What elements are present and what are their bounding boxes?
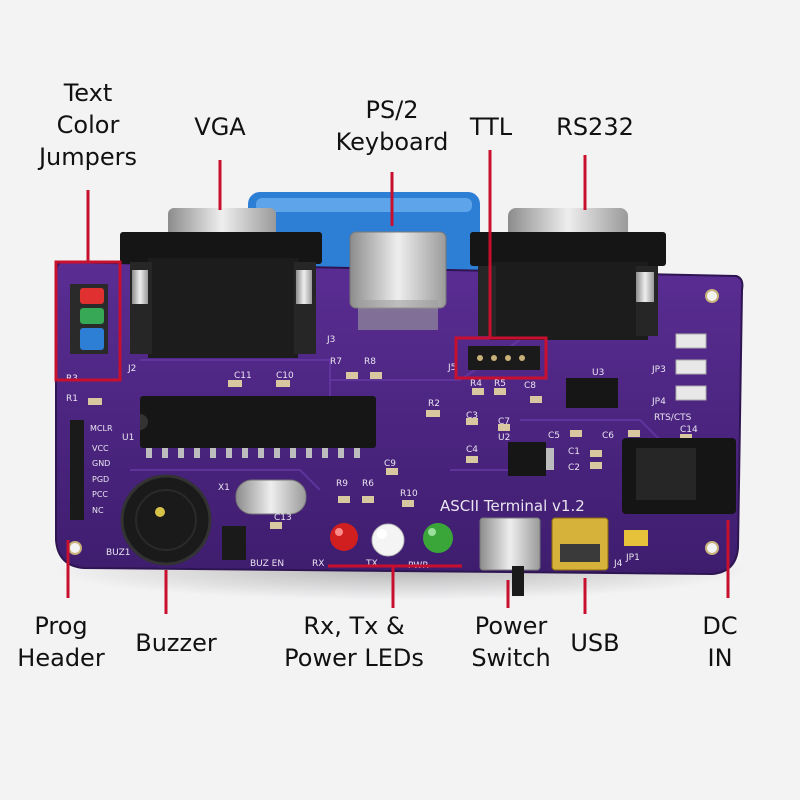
ref-label: R1 (66, 394, 78, 404)
mounting-hole (705, 541, 719, 555)
ref-label: C11 (234, 371, 252, 381)
callout-lines (66, 150, 730, 614)
ref-label: R9 (336, 479, 348, 489)
crystal-x1 (235, 479, 307, 515)
label-ps2-keyboard: PS/2 Keyboard (312, 94, 472, 158)
regulator-u2 (508, 442, 546, 476)
usb-connector (551, 517, 609, 571)
label-buzzer: Buzzer (135, 629, 217, 657)
ref-label: C5 (548, 431, 560, 441)
ref-label: BUZ1 (106, 548, 131, 558)
ref-label: C6 (602, 431, 614, 441)
led-label: TX (365, 559, 378, 569)
label-text-color-jumpers: Text Color Jumpers (30, 77, 146, 173)
label-ttl: TTL (469, 113, 513, 141)
led-tx (371, 523, 405, 557)
ref-label: C7 (498, 417, 510, 427)
ref-label: R8 (364, 357, 376, 367)
ref-label: R7 (330, 357, 342, 367)
label-line: Color (56, 111, 120, 139)
ref-label: U3 (592, 368, 604, 378)
label-line: Header (17, 644, 105, 672)
u1-pins (146, 448, 360, 458)
label-line: Text (63, 79, 113, 107)
prog-pin-label: VCC (92, 444, 109, 453)
rs232-connector (470, 208, 666, 340)
label-vga: VGA (194, 113, 246, 141)
ref-label: U1 (122, 433, 134, 443)
prog-pin-label: NC (92, 506, 104, 515)
ref-label: RTS/CTS (654, 413, 692, 423)
ref-label: J4 (613, 559, 623, 569)
ref-label: C3 (466, 411, 478, 421)
ref-label: J3 (326, 335, 335, 345)
jumper-jp1 (624, 530, 648, 546)
ref-label: R6 (362, 479, 374, 489)
buzzer (120, 474, 212, 566)
ref-label: JP3 (651, 365, 666, 375)
led-pwr (423, 523, 453, 553)
label-dc-in: DC IN (680, 610, 760, 674)
mounting-hole (68, 541, 82, 555)
prog-pin-label: GND (92, 459, 110, 468)
ref-label: JP1 (625, 553, 640, 563)
ref-label: C8 (524, 381, 536, 391)
ref-label: C9 (384, 459, 396, 469)
led-rx (330, 523, 358, 551)
label-rs232: RS232 (556, 113, 634, 141)
prog-pin-label: MCLR (90, 424, 113, 433)
color-jumper-block (70, 284, 108, 354)
ref-label: U2 (498, 433, 510, 443)
vga-connector (120, 208, 322, 358)
ref-label: JP4 (651, 397, 666, 407)
prog-header (70, 420, 84, 520)
label-line: IN (707, 644, 733, 672)
ref-label: C10 (276, 371, 294, 381)
ttl-header (468, 346, 540, 370)
ref-label: J5 (447, 363, 456, 373)
smd-components (88, 372, 692, 529)
prog-pin-label: PCC (92, 490, 108, 499)
ref-label: C13 (274, 513, 292, 523)
ic-u3 (566, 378, 618, 408)
ps2-connector (349, 231, 447, 330)
led-label: RX (312, 559, 324, 569)
ref-label: C2 (568, 463, 580, 473)
ref-label: C4 (466, 445, 478, 455)
label-line: Rx, Tx & (303, 612, 405, 640)
label-usb: USB (570, 629, 620, 657)
buz-en-jumper (222, 526, 246, 560)
ref-label: C14 (680, 425, 698, 435)
label-line: DC (702, 612, 738, 640)
power-switch (479, 517, 541, 596)
label-prog-header: Prog Header (6, 610, 116, 674)
label-line: Switch (471, 644, 551, 672)
label-line: PS/2 (365, 96, 419, 124)
label-line: Jumpers (38, 143, 138, 171)
microcontroller-u1 (140, 396, 376, 448)
callout-box-ttl (454, 336, 548, 380)
ref-label: X1 (218, 483, 230, 493)
label-line: Keyboard (335, 128, 449, 156)
ref-label: R10 (400, 489, 418, 499)
ref-label: R2 (428, 399, 440, 409)
ref-label: BUZ EN (250, 559, 284, 569)
label-power-switch: Power Switch (456, 610, 566, 674)
board-title: ASCII Terminal v1.2 (440, 497, 585, 515)
jumper-jp3-jp4 (675, 333, 707, 401)
label-line: Power (474, 612, 548, 640)
label-line: Power LEDs (284, 644, 424, 672)
dc-jack (622, 438, 736, 514)
ref-label: C1 (568, 447, 580, 457)
ref-label: R5 (494, 379, 506, 389)
prog-pin-label: PGD (92, 475, 109, 484)
label-leds: Rx, Tx & Power LEDs (264, 610, 444, 674)
ref-label: R4 (470, 379, 482, 389)
mounting-hole (705, 289, 719, 303)
label-line: Prog (34, 612, 88, 640)
ref-label: J2 (127, 364, 136, 374)
